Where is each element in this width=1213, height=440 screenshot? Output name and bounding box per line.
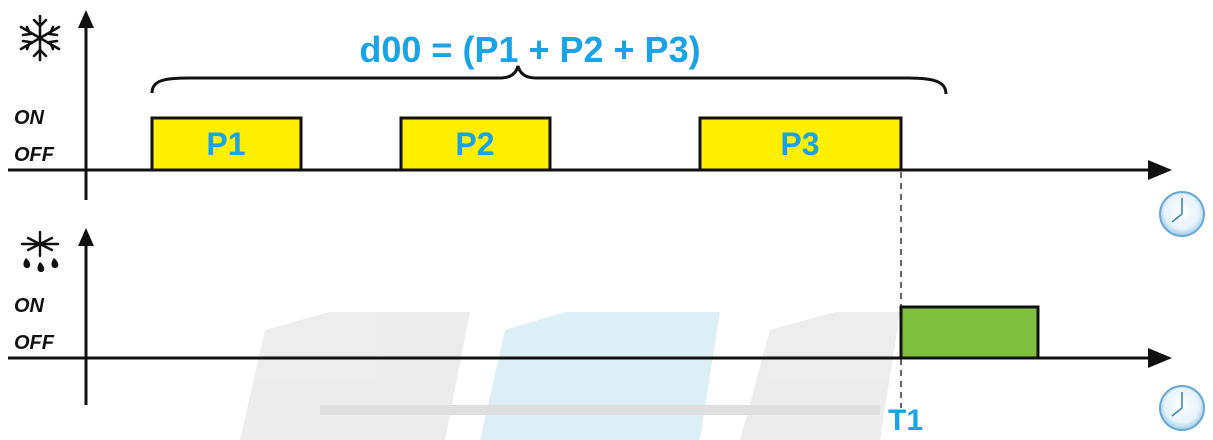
bottom-y-axis-arrow (78, 228, 94, 246)
compressor-block: P3 (698, 116, 903, 172)
block-label-p2: P2 (455, 126, 494, 162)
formula-text: d00 = (P1 + P2 + P3) (359, 29, 700, 70)
clock-icon (1159, 191, 1205, 237)
top-y-axis-arrow (78, 10, 94, 28)
top-x-axis-arrow (1148, 160, 1172, 180)
top-chart: ON OFF d00 = (P1 + P2 + P3) P1 P2 P3 (8, 10, 1205, 237)
t1-label: T1 (888, 404, 923, 437)
block-label-p1: P1 (206, 126, 245, 162)
compressor-block: P1 (150, 116, 303, 172)
bottom-off-label: OFF (14, 332, 55, 354)
defrost-block (899, 305, 1040, 360)
compressor-block: P2 (399, 116, 552, 172)
bottom-chart: ON OFF T1 (8, 228, 1205, 437)
defrost-icon (20, 230, 60, 272)
top-on-label: ON (14, 107, 45, 129)
clock-icon (1159, 385, 1205, 431)
bottom-x-axis-arrow (1148, 348, 1172, 368)
snowflake-icon (19, 14, 61, 62)
watermark-logo (240, 312, 900, 440)
brace (150, 65, 948, 95)
bottom-on-label: ON (14, 295, 45, 317)
top-off-label: OFF (14, 144, 55, 166)
block-label-p3: P3 (780, 126, 819, 162)
